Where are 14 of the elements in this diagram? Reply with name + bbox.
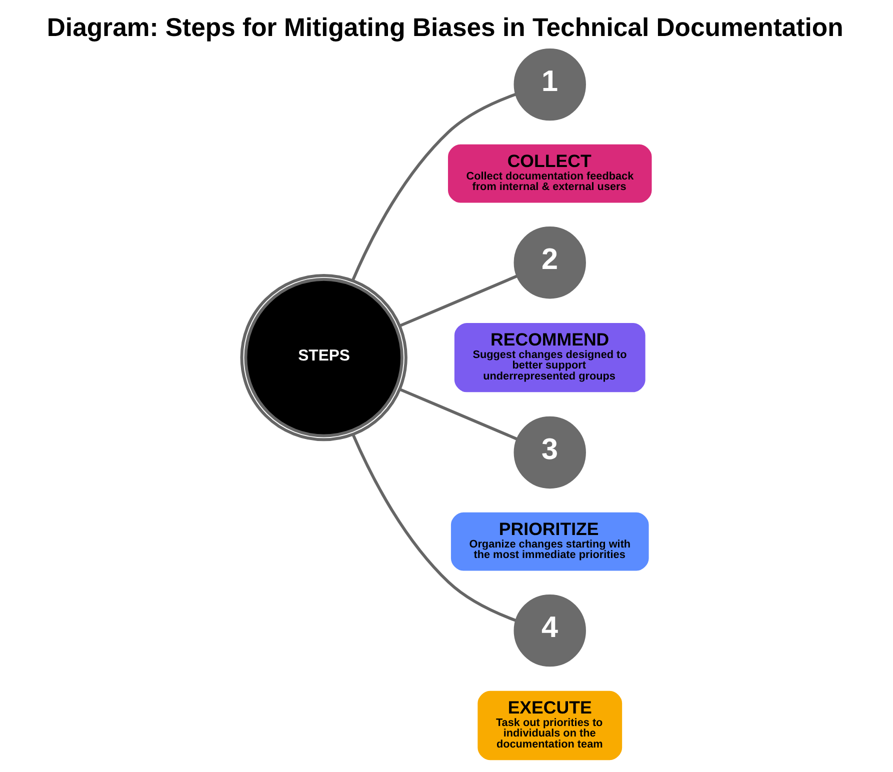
node-circle: 2	[514, 226, 586, 299]
diagram-title: Diagram: Steps for Mitigating Biases in Technical Documentation	[46, 14, 844, 42]
node-circle: STEPS	[240, 274, 408, 442]
connector	[399, 274, 518, 328]
node-box: RECOMMEND Suggest changes designed to better support underrepresented groups	[454, 322, 646, 392]
connector	[399, 388, 518, 440]
node-box: COLLECT Collect documentation feedback from internal & external users	[448, 144, 652, 203]
node-circle: 4	[514, 594, 586, 667]
node-circle: 1	[514, 48, 586, 121]
node-circle: 3	[514, 416, 586, 489]
connector	[352, 434, 516, 622]
node-box: EXECUTE Task out priorities to individuals on the documentation team	[478, 690, 622, 760]
connector	[351, 92, 516, 282]
node-box: PRIORITIZE Organize changes starting with the most immediate priorities	[450, 512, 649, 571]
